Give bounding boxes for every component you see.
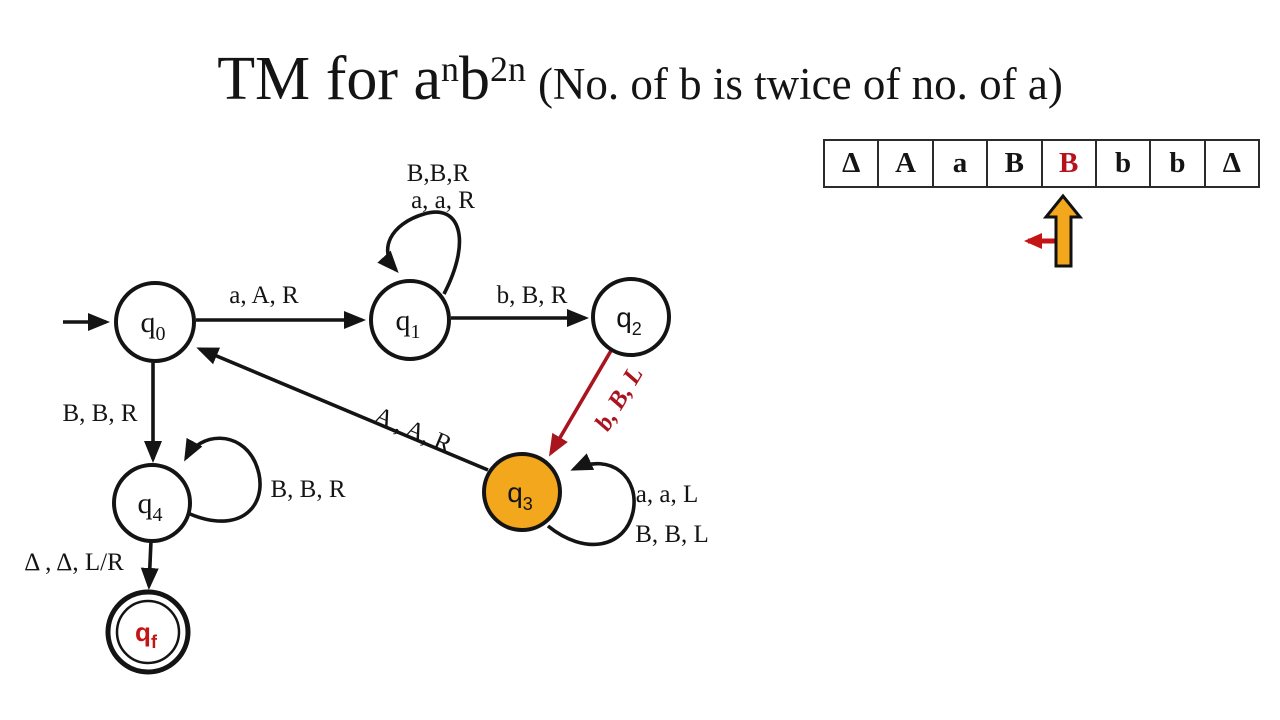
tape-head-up-arrow-icon (1042, 193, 1084, 268)
label-q1-loop-2: a, a, R (411, 187, 475, 214)
label-q1-q2: b, B, R (497, 282, 568, 309)
self-loop-q3 (546, 453, 636, 547)
tape-cell: a (934, 141, 989, 186)
state-q1-sub: 1 (411, 321, 421, 343)
title-text-1: TM for a (217, 45, 441, 113)
label-q0-q4: B, B, R (62, 400, 137, 427)
state-q2 (591, 277, 671, 357)
state-q3-label: q3 (507, 477, 533, 514)
tape-cell: A (879, 141, 934, 186)
edge-q2-q3 (548, 348, 614, 457)
label-q3-loop-1: a, a, L (636, 481, 698, 508)
state-q0-label: q0 (141, 306, 166, 345)
state-q2-sub: 2 (632, 319, 642, 339)
state-q4-sub: 4 (153, 504, 163, 526)
title-superscript-2n: 2n (489, 49, 526, 90)
title-superscript-n: n (441, 49, 459, 90)
self-loop-q4 (184, 436, 262, 523)
tape-cell: b (1097, 141, 1152, 186)
state-q3-base: q (507, 477, 523, 508)
self-loop-q1 (377, 210, 462, 295)
state-q4-label: q4 (138, 487, 163, 526)
page-title: TM for anb2n (No. of b is twice of no. o… (0, 44, 1280, 115)
state-qf-inner (115, 599, 181, 665)
label-q1-loop-1: B,B,R (407, 160, 470, 187)
edge-q3-q0 (196, 347, 489, 472)
state-q3-sub: 3 (523, 494, 533, 514)
state-q2-label: q2 (616, 302, 642, 339)
tm-tape: Δ A a B B b b Δ (823, 139, 1260, 188)
edge-q4-qf (140, 540, 159, 590)
state-q1 (369, 279, 451, 361)
state-q2-base: q (616, 302, 632, 333)
state-q1-base: q (396, 304, 411, 337)
label-q3-q0: A , A, R (370, 402, 456, 459)
tape-cell: Δ (1222, 147, 1241, 179)
tape-cell: b (1151, 141, 1206, 186)
state-qf-sub: f (151, 632, 158, 652)
state-qf-outer (105, 589, 191, 675)
title-subtitle: (No. of b is twice of no. of a) (537, 59, 1063, 109)
state-q0 (114, 281, 196, 363)
state-qf-base: q (135, 617, 151, 647)
tape-cell-head: B (1043, 141, 1097, 186)
label-q4-qf: Δ , Δ, L/R (24, 549, 124, 576)
state-q4-base: q (138, 487, 153, 520)
label-q3-loop-2: B, B, L (635, 521, 709, 548)
title-text-2: b (458, 45, 490, 113)
state-q0-base: q (141, 306, 156, 339)
tape-cell: B (988, 141, 1043, 186)
title-main: TM for anb2n (217, 44, 526, 115)
state-q1-label: q1 (396, 304, 421, 343)
label-q4-loop: B, B, R (270, 476, 345, 503)
label-q0-q1: a, A, R (229, 282, 299, 309)
state-qf-label: qf (135, 617, 158, 652)
state-q0-sub: 0 (156, 323, 166, 345)
state-q3-current (482, 452, 562, 532)
state-q4 (112, 463, 192, 543)
tape-cell: Δ (825, 141, 880, 186)
